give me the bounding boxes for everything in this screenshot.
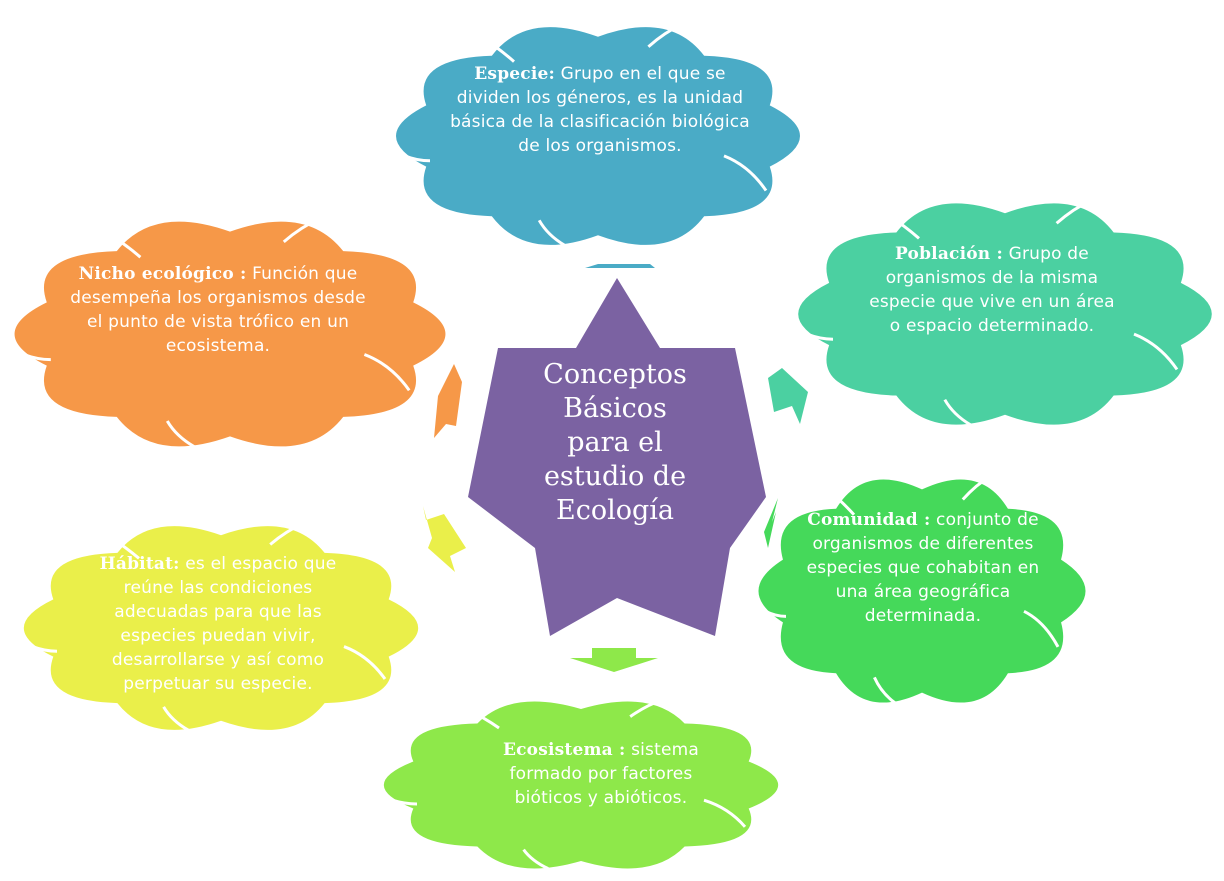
- concept-term: Hábitat:: [99, 554, 180, 574]
- concept-especie: Especie: Grupo en el que se dividen los …: [445, 62, 755, 158]
- concept-term: Nicho ecológico :: [78, 264, 247, 284]
- cloud-seam: [764, 609, 787, 618]
- cloud-shape: [383, 701, 779, 869]
- cloud-seam: [1055, 199, 1092, 225]
- cloud-seam: [269, 522, 304, 546]
- center-title-line: Básicos: [563, 393, 667, 424]
- cloud-seam: [31, 645, 58, 653]
- concept-poblacion: Población : Grupo de organismos de la mi…: [862, 242, 1122, 338]
- arrow-to-poblacion: [768, 368, 808, 424]
- concept-term: Comunidad :: [807, 510, 931, 530]
- cloud-comunidad: [758, 475, 1086, 704]
- cloud-seam: [522, 848, 549, 870]
- cloud-seam: [1133, 332, 1179, 371]
- cloud-seam: [647, 23, 683, 48]
- cloud-seam: [162, 706, 189, 732]
- center-star: [468, 278, 766, 636]
- arrow-to-habitat: [423, 506, 466, 572]
- cloud-seam: [825, 488, 856, 516]
- cloud-ecosistema: [383, 698, 779, 870]
- cloud-shape: [14, 221, 446, 447]
- cloud-seam: [873, 676, 896, 704]
- cloud-seam: [883, 211, 920, 240]
- arrow-to-nicho: [434, 364, 462, 438]
- cloud-shape: [396, 27, 800, 245]
- cloud-seam: [479, 35, 515, 63]
- concept-definition: Grupo de organismos de la misma especie …: [869, 244, 1115, 336]
- arrow-to-especie: [585, 264, 655, 268]
- concept-term: Especie:: [474, 64, 555, 84]
- cloud-seam: [723, 154, 768, 192]
- cloud-seam: [23, 353, 51, 362]
- cloud-seam: [703, 798, 747, 828]
- cloud-nicho: [14, 217, 446, 448]
- cloud-seam: [343, 645, 387, 680]
- cloud-seam: [537, 219, 566, 247]
- center-title-line: Conceptos: [543, 359, 687, 390]
- cloud-shape: [23, 526, 419, 730]
- concept-term: Población :: [895, 244, 1003, 264]
- cloud-seam: [404, 154, 431, 163]
- cloud-seam: [105, 533, 140, 560]
- cloud-seam: [961, 475, 991, 501]
- cloud-seam: [103, 230, 142, 259]
- cloud-seam: [943, 398, 972, 427]
- arrow-to-ecosistema: [570, 648, 658, 672]
- concept-definition: es el espacio que reúne las condiciones …: [111, 554, 337, 694]
- concept-definition: Función que desempeña los organismos des…: [70, 264, 366, 356]
- cloud-shape: [758, 479, 1086, 703]
- cloud-shape: [798, 203, 1212, 425]
- cloud-seam: [282, 217, 321, 243]
- center-title: Conceptos Básicos para el estudio de Eco…: [505, 358, 725, 528]
- concept-definition: conjunto de organismos de diferentes esp…: [806, 510, 1040, 626]
- center-title-line: para el: [567, 427, 663, 458]
- cloud-habitat: [23, 522, 419, 732]
- concept-definition: sistema formado por factores bióticos y …: [509, 740, 700, 808]
- concept-ecosistema: Ecosistema : sistema formado por factore…: [476, 738, 726, 810]
- concept-definition: Grupo en el que se dividen los géneros, …: [450, 64, 750, 156]
- cloud-seam: [629, 698, 664, 718]
- concept-comunidad: Comunidad : conjunto de organismos de di…: [798, 508, 1048, 628]
- concept-term: Ecosistema :: [502, 740, 626, 760]
- arrow-to-comunidad: [764, 498, 778, 548]
- cloud-especie: [396, 23, 800, 247]
- center-title-line: Ecología: [556, 495, 674, 526]
- cloud-seam: [806, 332, 834, 341]
- cloud-seam: [165, 420, 195, 448]
- concept-habitat: Hábitat: es el espacio que reúne las con…: [78, 552, 358, 696]
- cloud-seam: [363, 353, 411, 392]
- cloud-seam: [1023, 609, 1060, 648]
- concept-nicho: Nicho ecológico : Función que desempeña …: [68, 262, 368, 358]
- center-title-line: estudio de: [543, 461, 687, 492]
- cloud-seam: [465, 707, 500, 730]
- cloud-poblacion: [798, 199, 1212, 427]
- cloud-seam: [391, 798, 418, 806]
